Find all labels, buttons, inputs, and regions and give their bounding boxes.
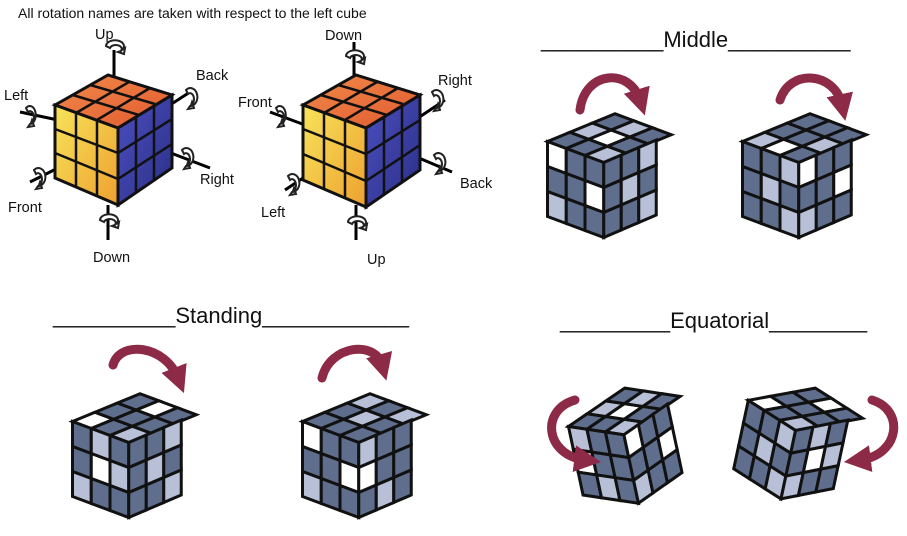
label-front-right: Front <box>238 95 272 111</box>
label-back-left: Back <box>196 68 229 84</box>
middle-arrow-2 <box>775 73 853 121</box>
equatorial-cube-1 <box>564 386 685 506</box>
middle-cube-1 <box>543 112 676 240</box>
section-standing-title: __________Standing____________ <box>53 303 410 328</box>
standing-arrow-1 <box>108 344 187 394</box>
label-back-right: Back <box>460 176 493 192</box>
label-up-right: Up <box>367 252 386 268</box>
section-equatorial-title: _________Equatorial________ <box>560 308 868 333</box>
equatorial-arrow-2 <box>843 395 899 473</box>
equatorial-arrow-1 <box>547 395 602 473</box>
standing-cube-1 <box>68 392 201 520</box>
label-right-right: Right <box>438 73 472 89</box>
rotation-glyphs-right <box>274 49 447 232</box>
equatorial-cube-2 <box>732 386 867 502</box>
section-middle-title: __________Middle__________ <box>541 27 851 52</box>
standing-arrow-2 <box>317 344 393 383</box>
standing-cube-2 <box>298 392 431 520</box>
label-left-right: Left <box>261 205 286 221</box>
label-up-left: Up <box>95 27 114 43</box>
label-front-left: Front <box>8 200 42 216</box>
note-text: All rotation names are taken with respec… <box>18 5 367 21</box>
middle-cube-2 <box>738 112 871 240</box>
rotation-glyphs-left <box>24 39 199 230</box>
right-color-cube <box>269 42 453 240</box>
left-color-cube <box>19 50 211 240</box>
middle-arrow-1 <box>575 73 650 116</box>
label-right-left: Right <box>200 172 234 188</box>
label-down-left: Down <box>93 250 131 266</box>
label-down-right: Down <box>325 28 363 44</box>
label-left-left: Left <box>4 88 29 104</box>
